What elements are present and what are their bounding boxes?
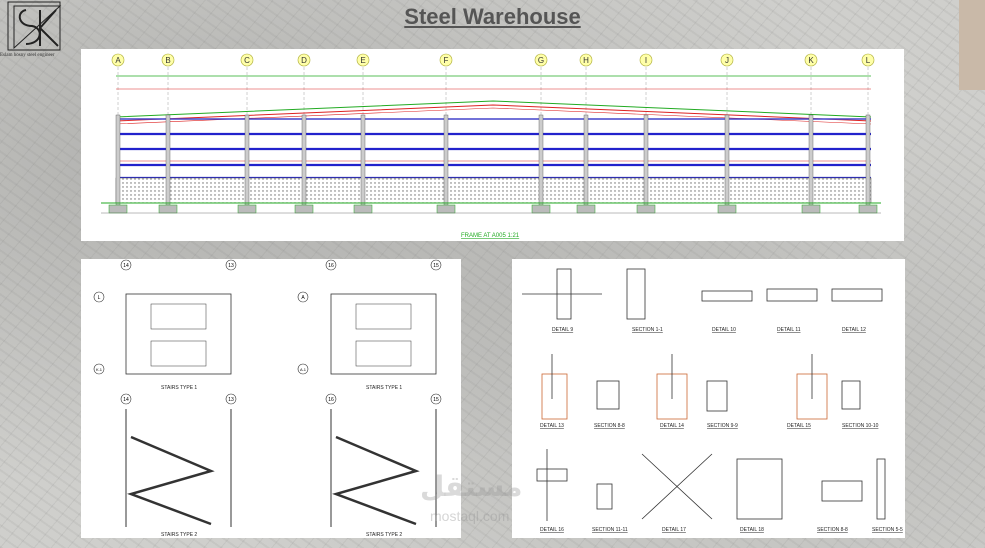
- grid-bubble-label: K.1: [96, 367, 103, 372]
- detail-caption: DETAIL 13: [540, 423, 564, 429]
- detail-caption: DETAIL 10: [712, 327, 736, 333]
- grid-bubble: [579, 53, 593, 67]
- frame-elevation-drawing: A B C D E F G H I J K L FRAME AT A005 1:21: [81, 49, 904, 241]
- footing: [576, 204, 596, 214]
- logo-caption: Eslam hosny steel engineer: [0, 53, 55, 58]
- detail-caption: DETAIL 15: [787, 423, 811, 429]
- footing: [158, 204, 178, 214]
- grid-bubble-label: 16: [328, 397, 334, 403]
- column: [865, 114, 871, 206]
- grid-bubble-label: A: [115, 56, 121, 65]
- stair-caption: STAIRS TYPE 1: [366, 385, 402, 391]
- grid-bubble-label: D: [301, 56, 307, 65]
- stair-section-1: 14 13 STAIRS TYPE 2: [120, 393, 237, 538]
- column: [301, 114, 307, 206]
- grid-bubble-label: K: [808, 56, 814, 65]
- detail-caption: DETAIL 12: [842, 327, 866, 333]
- grid-bubble-label: I: [645, 56, 647, 65]
- footing: [294, 204, 314, 214]
- detail-caption: DETAIL 14: [660, 423, 684, 429]
- grid-bubble-label: L: [98, 295, 101, 301]
- stairs-drawings: 14 13 L K.1 STAIRS TYPE 1 16 15 A A.1 ST…: [81, 259, 461, 538]
- detail-caption: SECTION 9-9: [707, 423, 738, 429]
- footing: [353, 204, 373, 214]
- grid-bubble-label: B: [165, 56, 170, 65]
- grid-bubble-label: A.1: [300, 367, 307, 372]
- grid-bubble-label: A: [301, 295, 305, 301]
- column: [165, 114, 171, 206]
- grid-bubble: [804, 53, 818, 67]
- footing: [531, 204, 551, 214]
- grid-bubble-label: 13: [228, 263, 234, 269]
- column: [443, 114, 449, 206]
- grid-bubble: [639, 53, 653, 67]
- grid-bubble-label: 15: [433, 397, 439, 403]
- grid-bubble: [240, 53, 254, 67]
- column: [244, 114, 250, 206]
- grid-bubble: [111, 53, 125, 67]
- watermark-subtext: mostaql.com: [430, 508, 510, 524]
- grid-bubble-label: E: [360, 56, 365, 65]
- grid-bubble-label: 16: [328, 263, 334, 269]
- detail-caption: SECTION 8-8: [594, 423, 625, 429]
- column: [643, 114, 649, 206]
- column: [360, 114, 366, 206]
- grid-bubble-label: L: [866, 56, 871, 65]
- grid-bubble-label: 14: [123, 263, 129, 269]
- stair-caption: STAIRS TYPE 2: [161, 532, 197, 538]
- grid-bubble-label: J: [725, 56, 729, 65]
- connection-details-drawings: DETAIL 9 SECTION 1-1 DETAIL 10 DETAIL 11 DET…: [512, 259, 905, 538]
- grid-bubble: [161, 53, 175, 67]
- stair-section-2: 16 15 STAIRS TYPE 2: [325, 393, 442, 538]
- footing: [717, 204, 737, 214]
- footing: [801, 204, 821, 214]
- stair-caption: STAIRS TYPE 2: [366, 532, 402, 538]
- watermark: مستقل: [420, 470, 523, 503]
- page-title: Steel Warehouse: [404, 4, 581, 29]
- elevation-caption: FRAME AT A005 1:21: [461, 233, 520, 239]
- footing: [237, 204, 257, 214]
- stair-plan-2: 16 15 A A.1 STAIRS TYPE 1: [297, 259, 442, 391]
- stair-caption: STAIRS TYPE 1: [161, 385, 197, 391]
- column: [808, 114, 814, 206]
- grid-bubble: [720, 53, 734, 67]
- logo: [7, 1, 62, 51]
- grid-bubble-label: H: [583, 56, 589, 65]
- grid-bubble: [297, 53, 311, 67]
- column: [583, 114, 589, 206]
- grid-bubble-label: G: [538, 56, 544, 65]
- detail-caption: SECTION 5-5: [872, 527, 903, 533]
- column: [115, 114, 121, 206]
- footing: [636, 204, 656, 214]
- grid-bubble-label: 13: [228, 397, 234, 403]
- detail-caption: SECTION 11-11: [592, 527, 628, 533]
- grid-bubble-label: 14: [123, 397, 129, 403]
- footing: [858, 204, 878, 214]
- grid-bubble-label: C: [244, 56, 250, 65]
- grid-bubble: [356, 53, 370, 67]
- detail-caption: DETAIL 18: [740, 527, 764, 533]
- footing: [108, 204, 128, 214]
- footing: [436, 204, 456, 214]
- stair-plan-1: 14 13 L K.1 STAIRS TYPE 1: [93, 259, 237, 391]
- column: [724, 114, 730, 206]
- detail-caption: SECTION 8-8: [817, 527, 848, 533]
- column: [538, 114, 544, 206]
- detail-caption: DETAIL 17: [662, 527, 686, 533]
- detail-caption: DETAIL 9: [552, 327, 573, 333]
- detail-caption: SECTION 1-1: [632, 327, 663, 333]
- grid-bubble-label: 15: [433, 263, 439, 269]
- grid-bubble: [439, 53, 453, 67]
- side-tab: [959, 0, 985, 90]
- detail-caption: DETAIL 11: [777, 327, 801, 333]
- grid-bubble: [534, 53, 548, 67]
- detail-caption: DETAIL 16: [540, 527, 564, 533]
- detail-caption: SECTION 10-10: [842, 423, 879, 429]
- grid-bubble-label: F: [444, 56, 449, 65]
- grid-bubble: [861, 53, 875, 67]
